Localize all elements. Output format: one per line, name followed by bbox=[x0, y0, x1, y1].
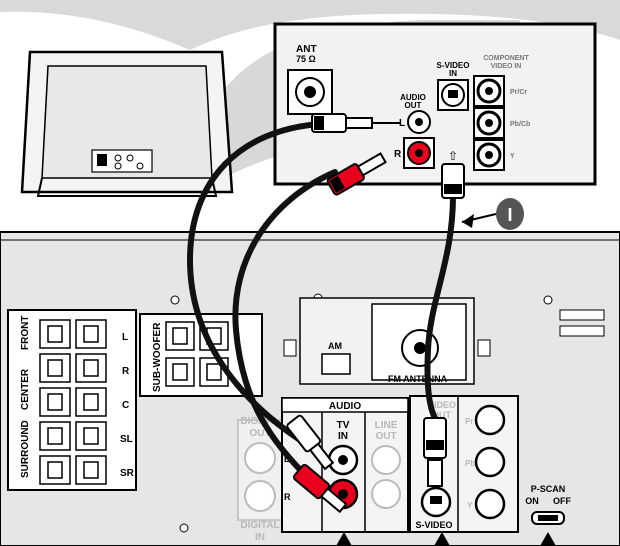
line-out-label-1: LINE bbox=[375, 420, 398, 431]
receiver-y-label: Y bbox=[467, 501, 473, 510]
pscan-on-label: ON bbox=[525, 496, 539, 506]
digital-in-label-1: DIGITAL bbox=[240, 520, 279, 531]
step-badge-label: I bbox=[507, 205, 512, 225]
receiver-pb-label: Pb bbox=[465, 459, 475, 468]
audio-out-label-1: AUDIO bbox=[400, 93, 426, 102]
center-label: CENTER bbox=[20, 368, 31, 410]
svideo-in-label-1: S-VIDEO bbox=[437, 61, 470, 70]
svideo-in-label-2: IN bbox=[449, 69, 457, 78]
am-label: AM bbox=[328, 341, 342, 351]
digital-in-label-2: IN bbox=[255, 532, 265, 543]
pscan-off-label: OFF bbox=[553, 496, 571, 506]
tv-plugs: ⇧ bbox=[311, 113, 465, 199]
ohm-label: 75 Ω bbox=[296, 54, 316, 64]
tv-pb-label: Pb/Cb bbox=[510, 121, 530, 128]
speaker-sl-label: SL bbox=[120, 434, 133, 445]
line-out-label-2: OUT bbox=[375, 431, 396, 442]
audio-in-r-side-label: R bbox=[284, 492, 291, 502]
tv-y-label: Y bbox=[510, 153, 515, 160]
subwoofer-label: SUB-WOOFER bbox=[152, 322, 163, 392]
audio-cable-white bbox=[186, 121, 323, 443]
speaker-l-label: L bbox=[122, 332, 128, 343]
am-antenna-jack[interactable] bbox=[321, 353, 351, 375]
top-shade bbox=[0, 0, 620, 50]
receiver-plugs bbox=[286, 414, 447, 514]
digital-out-label-2: OUT bbox=[249, 428, 270, 439]
svideo-cable bbox=[424, 193, 456, 423]
arrow-left-icon bbox=[462, 214, 474, 228]
step-badge-circle bbox=[496, 198, 524, 230]
front-label: FRONT bbox=[20, 316, 31, 350]
speaker-sr-label: SR bbox=[120, 468, 135, 479]
step-badge: I bbox=[461, 198, 524, 230]
speaker-terminals bbox=[7, 309, 137, 491]
tv-audio-r-label: R bbox=[394, 149, 402, 160]
indicator-arrow-video bbox=[434, 532, 450, 546]
tv-audio-l-label: L bbox=[399, 118, 405, 129]
ant-label: ANT bbox=[296, 44, 317, 55]
component-label-2: VIDEO IN bbox=[491, 63, 522, 70]
tv-pr-label: Pr/Cr bbox=[510, 89, 527, 96]
speaker-r-label: R bbox=[122, 366, 130, 377]
audio-cable-red bbox=[232, 169, 338, 483]
receiver-pb-jack[interactable] bbox=[474, 446, 506, 478]
surround-label: SURROUND bbox=[20, 420, 31, 478]
tv-in-label-2: IN bbox=[338, 431, 348, 442]
pscan-label: P-SCAN bbox=[531, 484, 566, 494]
tv-in-label-1: TV bbox=[337, 420, 350, 431]
cables bbox=[186, 121, 456, 483]
speaker-c-label: C bbox=[122, 400, 129, 411]
tv-back-panel: ANT 75 Ω AUDIO OUT L R S-VIDEO IN COMPON… bbox=[273, 22, 597, 186]
svideo-label: S-VIDEO bbox=[415, 520, 452, 530]
receiver-pr-jack[interactable] bbox=[474, 404, 506, 436]
video-out-label-2: OUT bbox=[432, 410, 452, 420]
tv-monitor-icon bbox=[20, 50, 234, 197]
arrow-up-icon: ⇧ bbox=[448, 149, 458, 163]
receiver-rear-panel: L R C SL SR FRONT CENTER SURROUND SUB-WO… bbox=[0, 231, 620, 546]
indicator-arrow-pscan bbox=[540, 532, 556, 546]
indicator-arrow-audio bbox=[336, 532, 352, 546]
component-label-1: COMPONENT bbox=[483, 55, 529, 62]
audio-out-label-2: OUT bbox=[405, 101, 422, 110]
fm-label: FM ANTENNA bbox=[388, 374, 448, 384]
video-out-label-1: VIDEO bbox=[428, 400, 456, 410]
audio-header: AUDIO bbox=[329, 401, 361, 412]
receiver-y-jack[interactable] bbox=[474, 488, 506, 520]
receiver-pr-label: Pr bbox=[465, 417, 473, 426]
